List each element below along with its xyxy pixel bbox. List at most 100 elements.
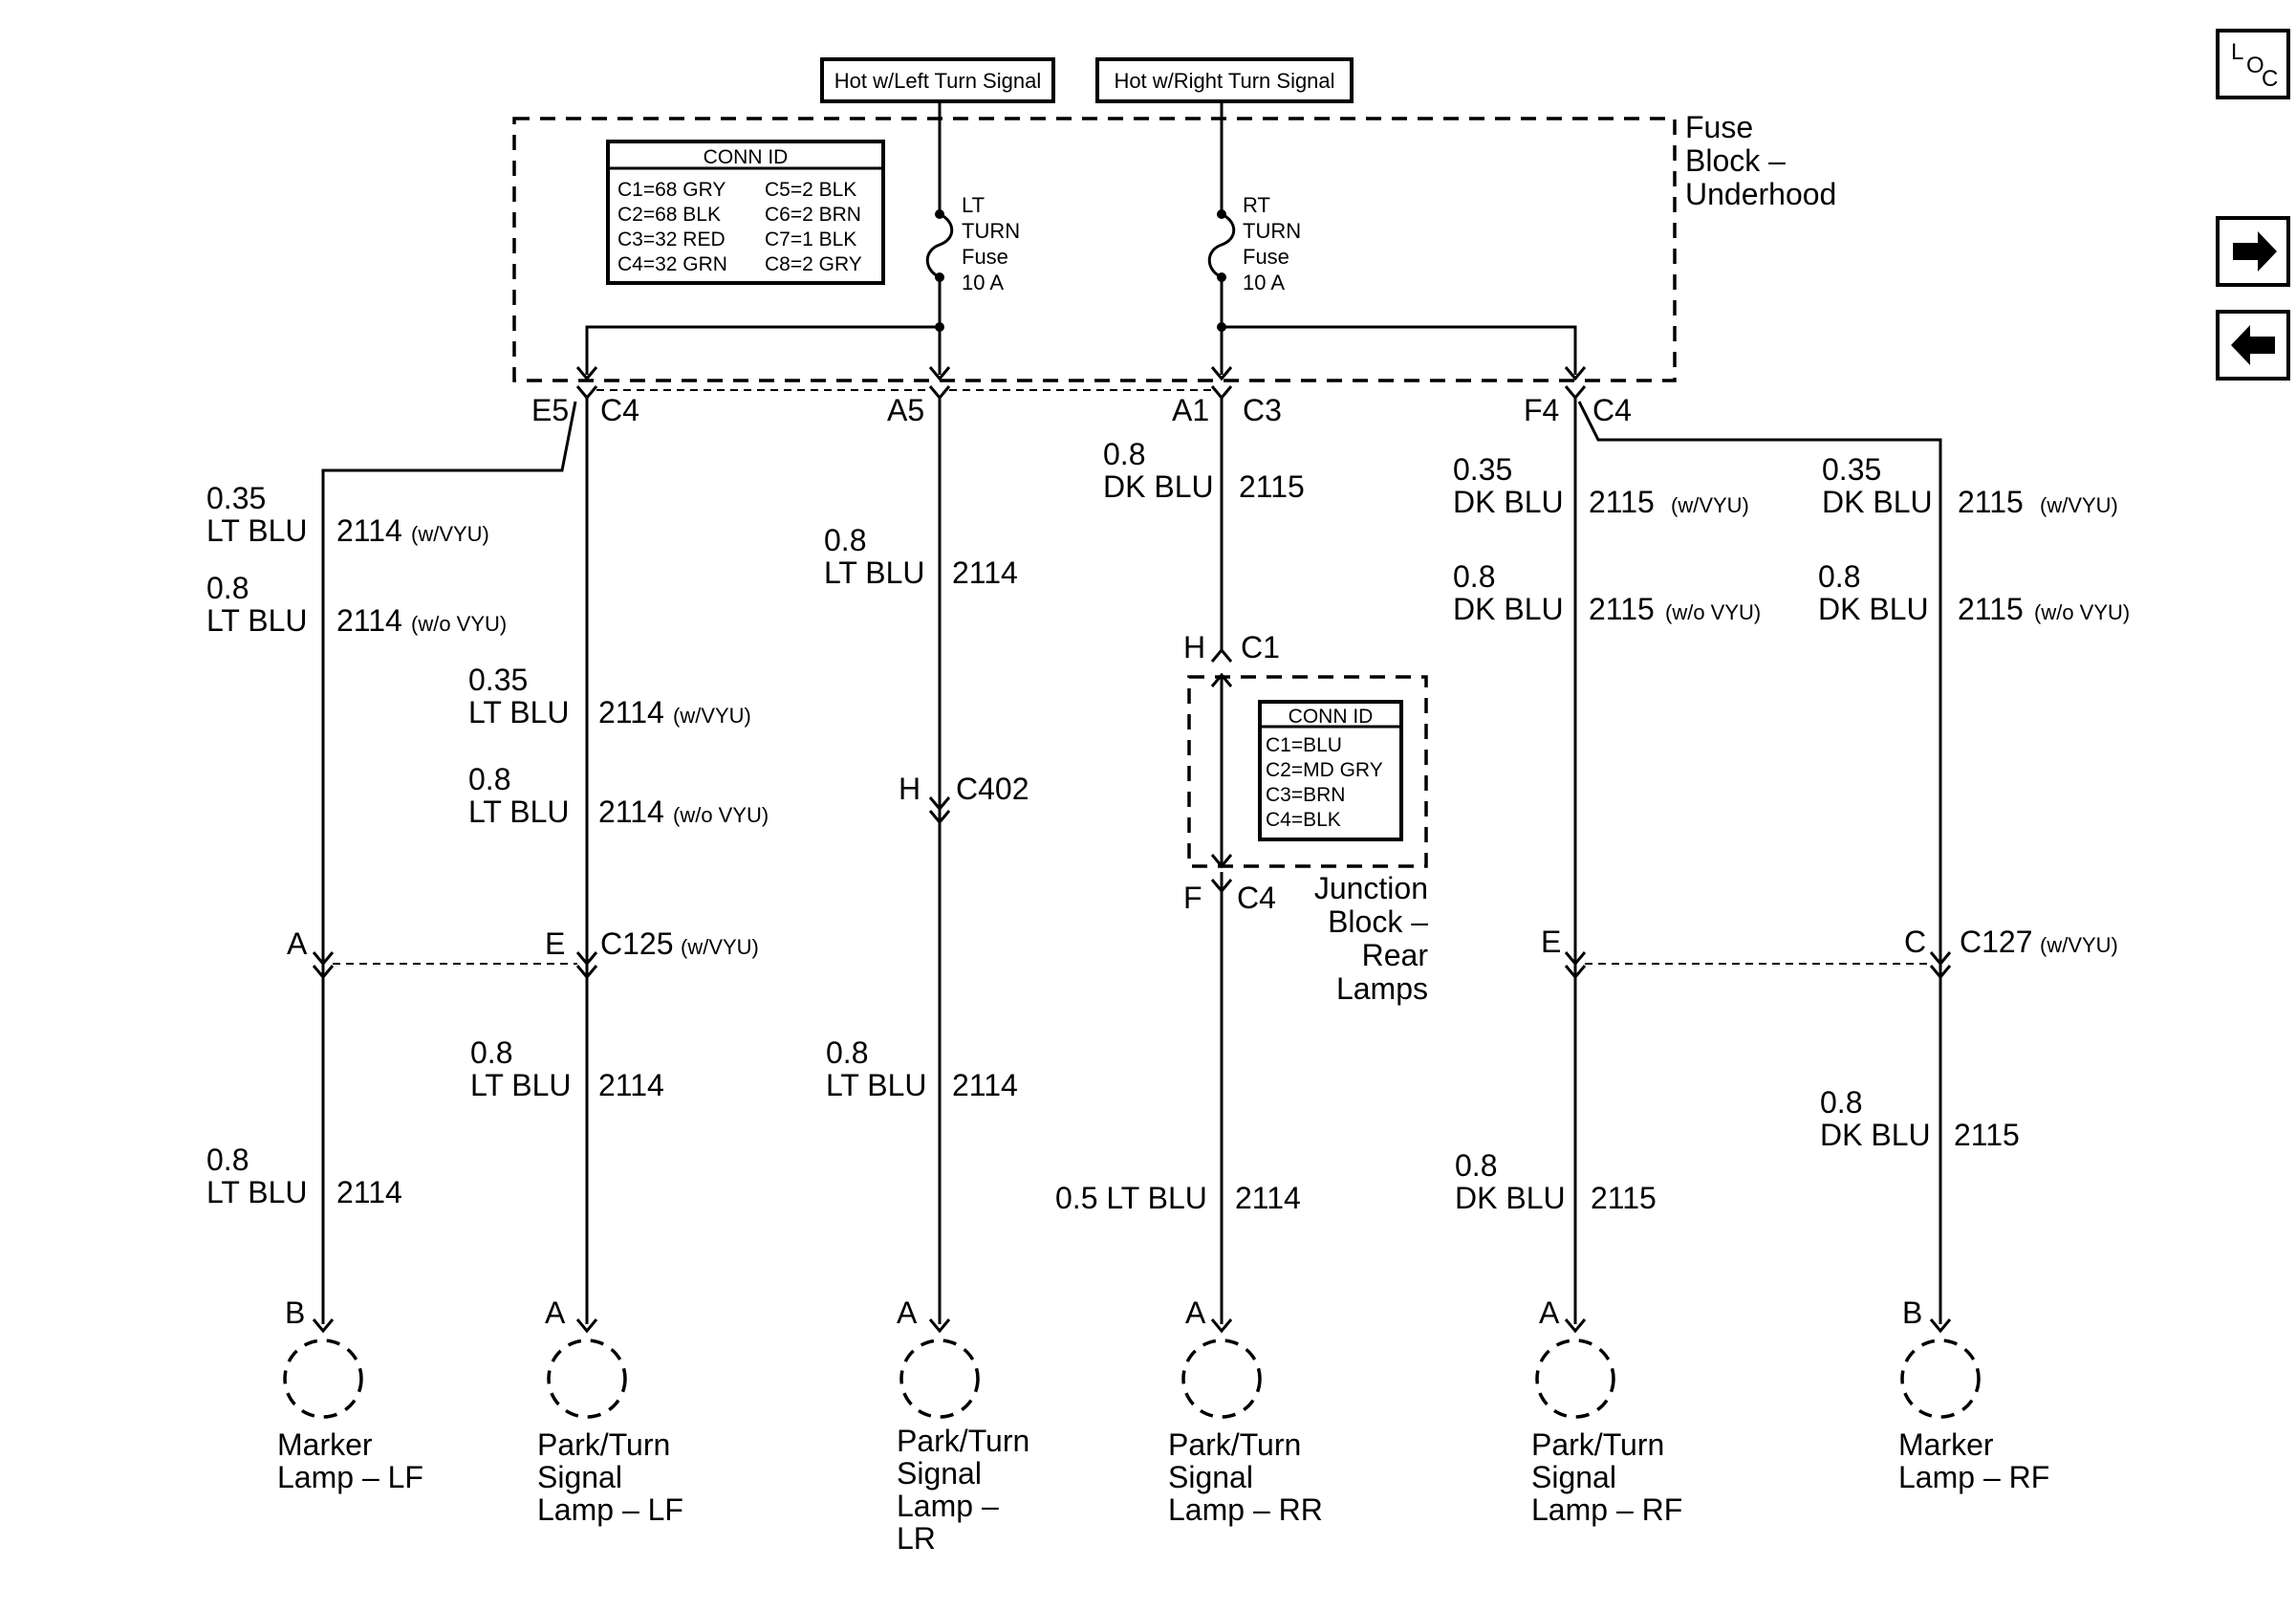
svg-text:C: C [2262,66,2278,92]
terminal-a5: A5 [887,393,924,427]
svg-text:Marker: Marker [1898,1427,1994,1462]
svg-text:2114: 2114 [952,1068,1018,1102]
lamp-marker-rf: B Marker Lamp – RF [1898,1295,2049,1494]
svg-text:L: L [2231,39,2243,65]
svg-text:LT: LT [962,193,985,217]
arrow-left-icon[interactable] [2216,310,2290,381]
svg-text:Fuse: Fuse [962,245,1008,269]
svg-text:LR: LR [897,1521,936,1556]
svg-text:2114: 2114 [336,513,402,548]
terminal-a1: A1 [1172,393,1209,427]
wire-label-w8: 0.8 DK BLU 2115 (w/o VYU) [1453,559,1761,626]
svg-text:2114: 2114 [1235,1181,1301,1215]
hot-right-turn-label: Hot w/Right Turn Signal [1114,69,1334,93]
svg-text:Signal: Signal [1168,1460,1253,1494]
svg-text:(w/o VYU): (w/o VYU) [673,803,769,827]
connector-c4-jb: C4 [1237,881,1276,915]
svg-text:LT BLU: LT BLU [206,513,308,548]
svg-text:Lamp – RF: Lamp – RF [1898,1460,2049,1494]
wire-label-w5: 0.8 LT BLU 2114 [824,523,1018,590]
svg-text:10 A: 10 A [1243,271,1285,294]
svg-text:Signal: Signal [897,1456,982,1491]
svg-text:0.8: 0.8 [470,1035,512,1070]
wire-label-w7: 0.35 DK BLU 2115 (w/VYU) [1453,452,1749,519]
fuse-block-outline [512,117,1677,382]
svg-text:(w/VYU): (w/VYU) [673,704,751,728]
svg-text:2114: 2114 [598,1068,664,1102]
svg-text:A: A [897,1295,918,1330]
rt-turn-fuse: RT TURN Fuse 10 A [1207,101,1301,327]
terminal-f4: F4 [1524,393,1559,427]
svg-text:B: B [1902,1295,1922,1330]
svg-text:0.8: 0.8 [1103,437,1145,471]
terminal-e-c127: E [1541,925,1561,959]
hot-left-turn-box: Hot w/Left Turn Signal [820,57,1055,103]
svg-text:DK BLU: DK BLU [1453,592,1564,626]
wire-label-w13: 0.8 LT BLU 2114 [826,1035,1018,1102]
svg-text:Park/Turn: Park/Turn [1168,1427,1301,1462]
svg-text:2115: 2115 [1589,592,1655,626]
svg-text:C1=BLU: C1=BLU [1266,734,1342,756]
svg-text:B: B [285,1295,305,1330]
svg-text:0.8: 0.8 [206,1143,249,1177]
svg-text:Park/Turn: Park/Turn [537,1427,670,1462]
wire-label-w9: 0.35 DK BLU 2115 (w/VYU) [1822,452,2118,519]
connector-c125-option: (w/VYU) [681,935,759,959]
svg-text:TURN: TURN [962,219,1020,243]
terminal-f-c4: F [1183,881,1202,915]
svg-text:Junction: Junction [1314,871,1428,905]
lt-turn-fuse: LT TURN Fuse 10 A [925,101,1020,327]
svg-text:2115: 2115 [1958,485,2024,519]
wire-label-w3: 0.35 LT BLU 2114 (w/VYU) [468,663,751,729]
terminal-c4-left: C4 [600,393,639,427]
arrow-right-icon[interactable] [2216,216,2290,287]
svg-text:C4=BLK: C4=BLK [1266,809,1341,831]
junction-block-outline [1187,675,1428,868]
hot-right-turn-box: Hot w/Right Turn Signal [1095,57,1354,103]
wire-label-w16: 0.8 DK BLU 2115 [1820,1085,2020,1152]
wire-label-w6: 0.8 DK BLU 2115 [1103,437,1305,504]
svg-text:0.8: 0.8 [826,1035,868,1070]
svg-text:DK BLU: DK BLU [1455,1181,1566,1215]
lamp-park-turn-lf: A Park/Turn Signal Lamp – LF [537,1295,683,1527]
fuse-block-conn-id: CONN ID C1=68 GRY C2=68 BLK C3=32 RED C4… [606,140,885,285]
loc-button[interactable]: L O C [2216,29,2290,99]
terminal-c3: C3 [1243,393,1282,427]
svg-text:A: A [1185,1295,1206,1330]
terminal-c-c127: C [1904,925,1926,959]
svg-text:C3=BRN: C3=BRN [1266,784,1345,806]
svg-text:Lamp – RR: Lamp – RR [1168,1492,1323,1527]
svg-text:0.35: 0.35 [1453,452,1512,487]
wire-label-w15: 0.8 DK BLU 2115 [1455,1148,1657,1215]
svg-text:Fuse: Fuse [1243,245,1289,269]
svg-text:0.8: 0.8 [468,762,510,796]
terminal-a-c125: A [287,926,308,961]
connector-c127-option: (w/VYU) [2040,933,2118,957]
svg-text:Lamp – LF: Lamp – LF [537,1492,683,1527]
svg-text:C2=68 BLK: C2=68 BLK [617,204,721,226]
wire-lf-marker [321,401,577,1324]
svg-text:0.8: 0.8 [1818,559,1860,594]
lamp-park-turn-rr: A Park/Turn Signal Lamp – RR [1168,1295,1323,1527]
svg-text:DK BLU: DK BLU [1820,1118,1931,1152]
svg-text:Marker: Marker [277,1427,373,1462]
svg-text:0.5 LT BLU: 0.5 LT BLU [1055,1181,1207,1215]
svg-text:Lamps: Lamps [1336,971,1428,1006]
wire-label-w4: 0.8 LT BLU 2114 (w/o VYU) [468,762,769,829]
svg-text:DK BLU: DK BLU [1818,592,1929,626]
svg-text:RT: RT [1243,193,1270,217]
svg-text:(w/o VYU): (w/o VYU) [2034,600,2130,624]
svg-text:CONN ID: CONN ID [704,146,789,168]
terminal-e-c125: E [545,926,565,961]
svg-text:DK BLU: DK BLU [1822,485,1933,519]
svg-text:LT BLU: LT BLU [826,1068,927,1102]
svg-text:Rear: Rear [1362,938,1429,972]
svg-text:C8=2 GRY: C8=2 GRY [765,253,862,275]
terminal-h-c402: H [899,772,921,806]
wire-label-w10: 0.8 DK BLU 2115 (w/o VYU) [1818,559,2130,626]
svg-text:(w/VYU): (w/VYU) [411,522,489,546]
svg-text:O: O [2246,53,2264,78]
svg-text:0.8: 0.8 [824,523,866,557]
connector-c402: C402 [956,772,1029,806]
